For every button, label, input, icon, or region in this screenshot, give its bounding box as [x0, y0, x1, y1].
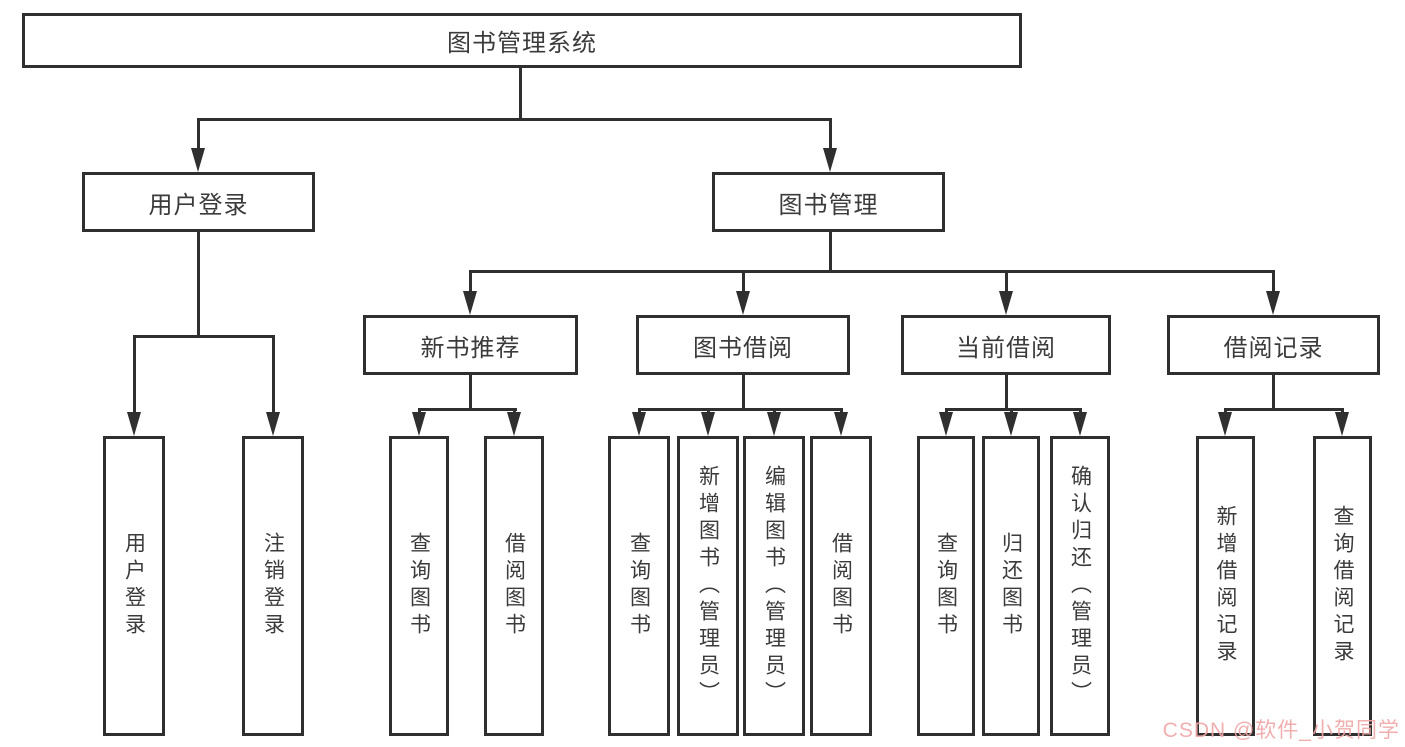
leaf-borrow-books-recommend: 借阅图书: [484, 436, 544, 736]
arrow-down-icon: [939, 412, 953, 436]
connector-drop: [469, 270, 472, 293]
node-book-borrow: 图书借阅: [636, 315, 850, 375]
connector-bookmgmt-stem: [829, 232, 832, 273]
arrow-down-icon: [701, 412, 715, 436]
connector-drop: [133, 335, 136, 414]
node-borrow-records: 借阅记录: [1167, 315, 1380, 375]
connector-root-stem: [519, 68, 522, 118]
node-user-login: 用户登录: [82, 172, 315, 232]
leaf-logout: 注销登录: [242, 436, 304, 736]
arrow-down-icon: [191, 148, 205, 172]
leaf-query-books-borrow: 查询图书: [608, 436, 670, 736]
arrow-down-icon: [767, 412, 781, 436]
leaf-query-borrow-record: 查询借阅记录: [1313, 436, 1372, 736]
arrow-down-icon: [823, 148, 837, 172]
csdn-watermark: CSDN @软件_小贺同学: [1162, 719, 1400, 742]
connector-recommend-crossbar: [418, 408, 517, 411]
connector-drop: [272, 335, 275, 414]
connector-bookmgmt-crossbar: [469, 270, 1275, 273]
connector-records-crossbar: [1224, 408, 1344, 411]
connector-root-crossbar: [197, 118, 831, 121]
connector-drop: [1005, 270, 1008, 293]
connector-current-stem: [1005, 375, 1008, 411]
connector-userlogin-crossbar: [133, 335, 275, 338]
arrow-down-icon: [463, 291, 477, 315]
node-book-management: 图书管理: [712, 172, 945, 232]
leaf-return-books: 归还图书: [982, 436, 1040, 736]
arrow-down-icon: [632, 412, 646, 436]
arrow-down-icon: [507, 412, 521, 436]
connector-records-stem: [1272, 375, 1275, 411]
arrow-down-icon: [736, 291, 750, 315]
leaf-query-books-current: 查询图书: [917, 436, 975, 736]
arrow-down-icon: [412, 412, 426, 436]
arrow-down-icon: [127, 412, 141, 436]
leaf-edit-books-admin: 编辑图书（管理员）: [743, 436, 805, 736]
leaf-add-borrow-record: 新增借阅记录: [1196, 436, 1255, 736]
connector-drop: [197, 118, 200, 150]
connector-borrow-crossbar: [638, 408, 843, 411]
arrow-down-icon: [999, 291, 1013, 315]
leaf-user-login: 用户登录: [103, 436, 165, 736]
node-current-borrow: 当前借阅: [901, 315, 1111, 375]
connector-userlogin-stem: [197, 232, 200, 338]
connector-borrow-stem: [742, 375, 745, 411]
node-root: 图书管理系统: [22, 13, 1022, 68]
arrow-down-icon: [1073, 412, 1087, 436]
node-new-book-recommend: 新书推荐: [363, 315, 578, 375]
leaf-add-books-admin: 新增图书（管理员）: [677, 436, 739, 736]
leaf-borrow-books: 借阅图书: [810, 436, 872, 736]
arrow-down-icon: [1266, 291, 1280, 315]
connector-current-crossbar: [945, 408, 1082, 411]
arrow-down-icon: [1004, 412, 1018, 436]
arrow-down-icon: [266, 412, 280, 436]
connector-recommend-stem: [469, 375, 472, 411]
connector-drop: [829, 118, 832, 150]
arrow-down-icon: [834, 412, 848, 436]
arrow-down-icon: [1335, 412, 1349, 436]
leaf-confirm-return-admin: 确认归还（管理员）: [1050, 436, 1110, 736]
connector-drop: [742, 270, 745, 293]
leaf-query-books-recommend: 查询图书: [389, 436, 449, 736]
connector-drop: [1272, 270, 1275, 293]
arrow-down-icon: [1218, 412, 1232, 436]
